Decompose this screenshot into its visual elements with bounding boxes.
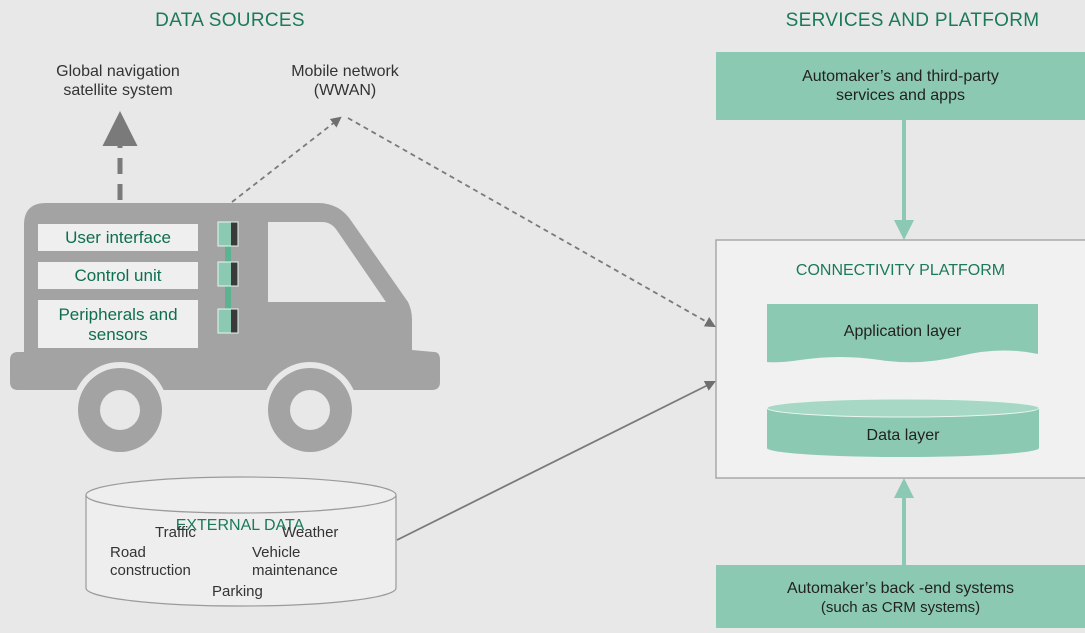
panel-peripherals (38, 300, 198, 348)
external-item-parking: Parking (212, 583, 263, 600)
gnss-label: Global navigation satellite system (56, 63, 180, 99)
panel-control-unit (38, 262, 198, 289)
application-layer-label: Application layer (843, 323, 962, 340)
external-item-vehicle: Vehicle maintenance (252, 544, 338, 579)
external-data-cylinder (85, 476, 397, 607)
data-layer-label: Data layer (866, 427, 940, 444)
backend-sublabel: (such as CRM systems) (820, 599, 981, 616)
mobile-to-platform-arrow (347, 117, 716, 328)
platform-title: CONNECTIVITY PLATFORM (795, 262, 1006, 279)
backend-label: Automaker’s back -end systems (786, 580, 1015, 597)
data-layer-cylinder (766, 398, 1040, 457)
external-to-platform-arrow (396, 381, 716, 541)
external-item-weather: Weather (282, 524, 339, 541)
external-item-traffic: Traffic (155, 524, 196, 541)
services-platform-title: SERVICES AND PLATFORM (785, 10, 1040, 31)
control-unit-label: Control unit (74, 266, 162, 285)
vehicle-to-mobile-arrow (231, 116, 342, 203)
external-item-road: Road construction (110, 544, 191, 579)
peripherals-label: Peripherals and sensors (58, 305, 178, 344)
services-box (716, 52, 1085, 120)
module-stack-icon (217, 221, 239, 334)
user-interface-label: User interface (65, 228, 171, 247)
services-label: Automaker’s and third-party services and… (802, 68, 999, 104)
data-sources-title: DATA SOURCES (155, 10, 305, 31)
mobile-network-label: Mobile network (WWAN) (291, 63, 399, 99)
application-layer-shape (767, 304, 1038, 363)
external-data-title: EXTERNAL DATA (175, 517, 305, 534)
backend-box (716, 565, 1085, 628)
panel-user-interface (38, 224, 198, 251)
